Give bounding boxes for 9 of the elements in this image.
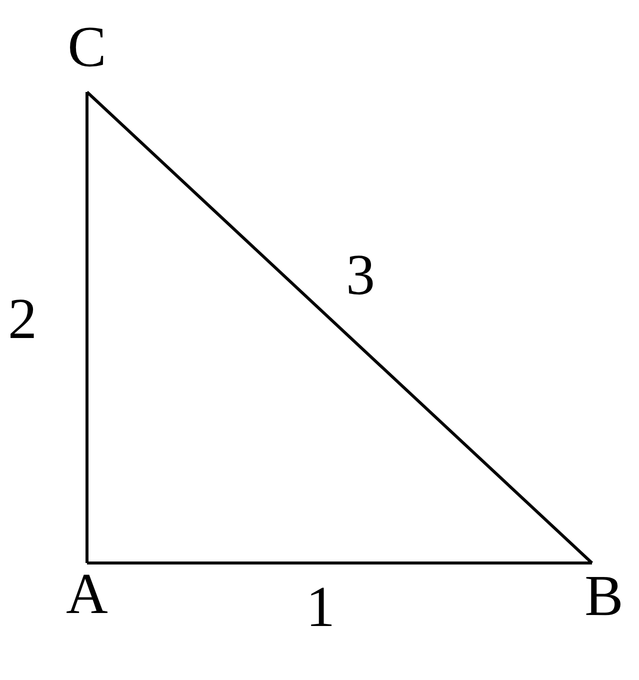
side-length-label: 1 xyxy=(306,578,335,636)
triangle-side xyxy=(87,562,592,564)
vertex-label: A xyxy=(66,565,108,623)
vertex-label: B xyxy=(584,567,624,625)
triangle-side xyxy=(86,92,88,563)
side-length-label: 2 xyxy=(8,290,37,348)
side-length-label: 3 xyxy=(346,246,375,304)
vertex-label: C xyxy=(68,18,106,76)
triangle-side xyxy=(86,90,594,564)
